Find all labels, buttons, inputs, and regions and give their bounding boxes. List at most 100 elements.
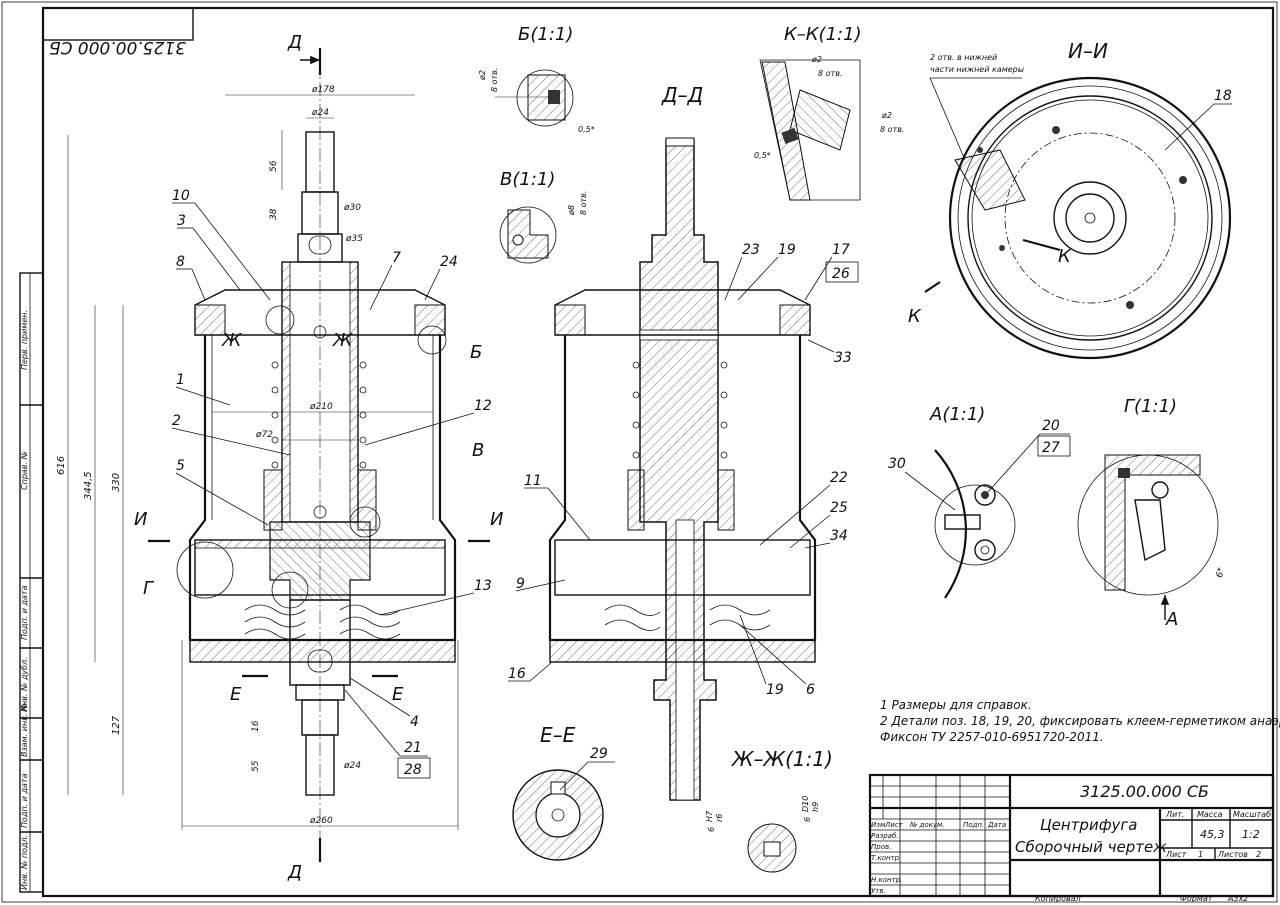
- dim-d210: ø210: [309, 402, 333, 412]
- zz-fit1-bot: r6: [715, 814, 724, 822]
- title-v: В(1:1): [500, 169, 555, 190]
- detail-b: Б(1:1) ø2 8 отв. 0,5*: [478, 24, 595, 134]
- cut-d-bottom: Д: [287, 862, 302, 883]
- section-ee: Е–Е 29: [512, 723, 615, 861]
- stamp-inv-dubl: Инв. № дубл.: [20, 657, 29, 712]
- dim-d72: ø72: [255, 430, 273, 440]
- note-2: 2 Детали поз. 18, 19, 20, фиксировать кл…: [880, 714, 1280, 728]
- k-gap: 0,5*: [754, 151, 771, 160]
- pos-19b: 19: [766, 682, 784, 698]
- stamp-vzam-inv: Взам. инв. №: [20, 703, 29, 757]
- mirrored-code: 3125.00.000 СБ: [49, 37, 186, 57]
- mirrored-code-box: 3125.00.000 СБ: [42, 7, 194, 57]
- dim-d178: ø178: [311, 85, 335, 95]
- tb-scale-h: Масштаб: [1233, 810, 1271, 819]
- stamp-podp-data-2: Подп. и дата: [20, 773, 29, 828]
- pos-7: 7: [392, 250, 401, 266]
- cut-zh-right: Ж: [332, 330, 353, 351]
- tb-row-tkontr: Т.контр.: [871, 854, 901, 862]
- dim-16: 16: [251, 720, 261, 732]
- tb-lit-h: Лит.: [1165, 810, 1184, 819]
- tb-row-utv: Утв.: [871, 887, 886, 895]
- tb-row-nkontr: Н.контр.: [871, 876, 902, 884]
- cut-e-right: Е: [392, 684, 404, 705]
- cut-e-left: Е: [230, 684, 242, 705]
- tb-sheets-l: Листов: [1217, 850, 1248, 859]
- tb-col-list: Лист: [884, 821, 904, 829]
- tb-code: 3125.00.000 СБ: [1080, 782, 1209, 801]
- pos-26: 26: [832, 266, 850, 282]
- tb-name2: Сборочный чертеж: [1015, 838, 1167, 856]
- zz-fit2-pre: 6: [803, 817, 812, 822]
- k-d2a: ø2: [811, 55, 822, 64]
- dim-616: 616: [56, 456, 67, 475]
- g-angle: 6*: [1215, 566, 1227, 578]
- pos-21: 21: [404, 740, 422, 756]
- tb-mass-h: Масса: [1197, 810, 1223, 819]
- dim-55: 55: [251, 760, 261, 772]
- pos-4: 4: [410, 714, 419, 730]
- tb-mass: 45,3: [1200, 828, 1225, 841]
- section-zz: Ж–Ж(1:1) 6 H7 r6 6 D10 h9: [705, 747, 833, 873]
- pos-1: 1: [176, 372, 185, 388]
- tb-sheets: 2: [1256, 850, 1261, 859]
- zz-fit1-top: H7: [705, 810, 714, 822]
- detail-g: Г(1:1) 6* А: [1077, 396, 1227, 630]
- pos-17: 17: [832, 242, 850, 258]
- pos-22: 22: [830, 470, 848, 486]
- pos-19: 19: [778, 242, 796, 258]
- title-a: А(1:1): [929, 404, 985, 425]
- section-dd: Д–Д 23 19 17 26 33 11: [508, 83, 859, 801]
- main-view-positions: 10 3 8 7 24 1 2 12 5 13 4 21 28: [171, 188, 492, 779]
- pos-5: 5: [176, 458, 185, 474]
- tb-scale: 1:2: [1242, 828, 1260, 841]
- pos-28: 28: [404, 762, 422, 778]
- dim-d30: ø30: [343, 203, 361, 213]
- title-b: Б(1:1): [518, 24, 573, 45]
- pos-20: 20: [1042, 418, 1060, 434]
- pos-3: 3: [177, 213, 186, 229]
- k-holes-b: 8 отв.: [880, 125, 904, 134]
- k-d2b: ø2: [881, 111, 892, 120]
- dim-d35: ø35: [345, 234, 363, 244]
- pos-2: 2: [172, 413, 181, 429]
- b-d2: ø2: [478, 70, 487, 81]
- pos-23: 23: [742, 242, 760, 258]
- dim-d24-top: ø24: [311, 108, 329, 118]
- tb-copied: Копировал: [1035, 894, 1081, 903]
- pos-18: 18: [1214, 88, 1232, 104]
- pos-12: 12: [474, 398, 492, 414]
- pos-30: 30: [888, 456, 906, 472]
- pos-27: 27: [1042, 440, 1060, 456]
- dim-330: 330: [111, 473, 122, 492]
- cut-g: Г: [143, 578, 155, 599]
- tb-col-doc: № докум.: [909, 821, 945, 829]
- cut-i-left: И: [134, 509, 147, 530]
- tb-sheet: 1: [1198, 850, 1203, 859]
- b-holes: 8 отв.: [490, 68, 499, 92]
- dim-56: 56: [269, 160, 279, 172]
- zz-fit2-bot: h9: [811, 802, 820, 812]
- main-view-dimensions: ø178 ø24 56 38 ø30 ø35 ø210 ø72 616 344,…: [56, 85, 459, 830]
- tb-col-date: Дата: [987, 821, 1006, 829]
- cut-k-arrow: К: [908, 306, 922, 327]
- dim-344-5: 344,5: [83, 471, 94, 500]
- tb-col-sign: Подп.: [963, 821, 984, 829]
- stamp-sprav: Справ. №: [20, 451, 29, 490]
- detail-a: А(1:1) 30 20 27: [888, 404, 1071, 599]
- tb-col-izm: Изм: [871, 821, 886, 829]
- ii-note-2: части нижней камеры: [930, 65, 1024, 74]
- k-holes-a: 8 отв.: [818, 69, 842, 78]
- v-holes: 8 отв.: [579, 191, 588, 215]
- pos-25: 25: [830, 500, 848, 516]
- tb-row-prov: Пров.: [871, 843, 891, 851]
- ii-note-1: 2 отв. в нижней: [930, 53, 997, 62]
- tb-name1: Центрифуга: [1040, 816, 1137, 834]
- title-dd: Д–Д: [661, 83, 703, 107]
- pos-9: 9: [516, 576, 525, 592]
- pos-10: 10: [172, 188, 190, 204]
- detail-v: В(1:1) ø8 8 отв.: [499, 169, 588, 264]
- title-kk: К–К(1:1): [784, 24, 862, 45]
- note-1: 1 Размеры для справок.: [880, 698, 1032, 712]
- b-gap: 0,5*: [578, 125, 595, 134]
